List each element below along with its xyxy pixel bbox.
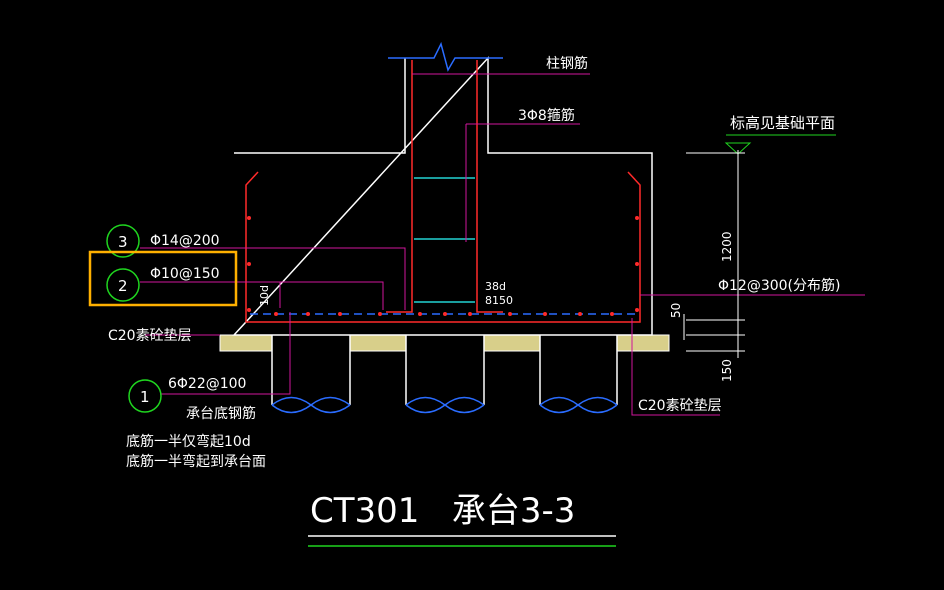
label-stirrup: 3Φ8箍筋 [518, 107, 575, 124]
label-cushion-left: C20素砼垫层 [108, 328, 192, 344]
label-distribution-bar: Φ12@300(分布筋) [718, 277, 840, 294]
callout-circles [106, 224, 162, 413]
title-underline [308, 535, 616, 547]
callout-number-3: 3 [118, 233, 128, 251]
label-elevation: 标高见基础平面 [730, 114, 835, 132]
callout-number-2: 2 [118, 277, 128, 295]
callout-circle-3 [106, 224, 140, 258]
label-bottom-bar-note2: 底筋一半弯起到承台面 [126, 453, 266, 470]
callout-text-1: 6Φ22@100 [168, 376, 246, 392]
column-stirrups [414, 177, 475, 303]
dimension-text-1200: 1200 [720, 231, 734, 262]
column-break-line [388, 41, 503, 72]
callout-text-3: Φ14@200 [150, 233, 220, 249]
concrete-cushion [219, 334, 670, 352]
annotations: 柱钢筋 3Φ8箍筋 标高见基础平面 3 Φ14@200 2 Φ10@150 1 … [108, 55, 840, 531]
callout-circle-1 [128, 379, 162, 413]
cap-rebar [245, 171, 641, 323]
label-bottom-bar-title: 承台底钢筋 [186, 405, 256, 422]
piles [271, 335, 618, 405]
callout-circle-2 [106, 268, 140, 302]
drawing-title: CT301 承台3-3 [310, 491, 575, 531]
elevation-symbol [724, 134, 836, 155]
callout-number-1: 1 [140, 388, 150, 406]
dimension-text-50: 50 [669, 303, 683, 318]
label-anchor-10d: 10d [258, 285, 271, 306]
label-column-rebar: 柱钢筋 [546, 55, 588, 72]
dimension-text-150: 150 [720, 359, 734, 382]
column-main-bars [386, 60, 503, 313]
label-anchor-38d: 38d [485, 280, 506, 293]
label-anchor-s150: 8150 [485, 294, 513, 307]
label-cushion-right: C20素砼垫层 [638, 398, 722, 414]
highlight-box [88, 250, 238, 307]
dimension-lines [683, 150, 745, 358]
leader-lines [140, 73, 865, 416]
callout-text-2: Φ10@150 [150, 266, 220, 282]
pile-break-marks [271, 396, 618, 414]
rebar-dots [247, 216, 639, 316]
label-bottom-bar-note1: 底筋一半仅弯起10d [126, 433, 251, 450]
pile-cap-outline [232, 56, 653, 336]
